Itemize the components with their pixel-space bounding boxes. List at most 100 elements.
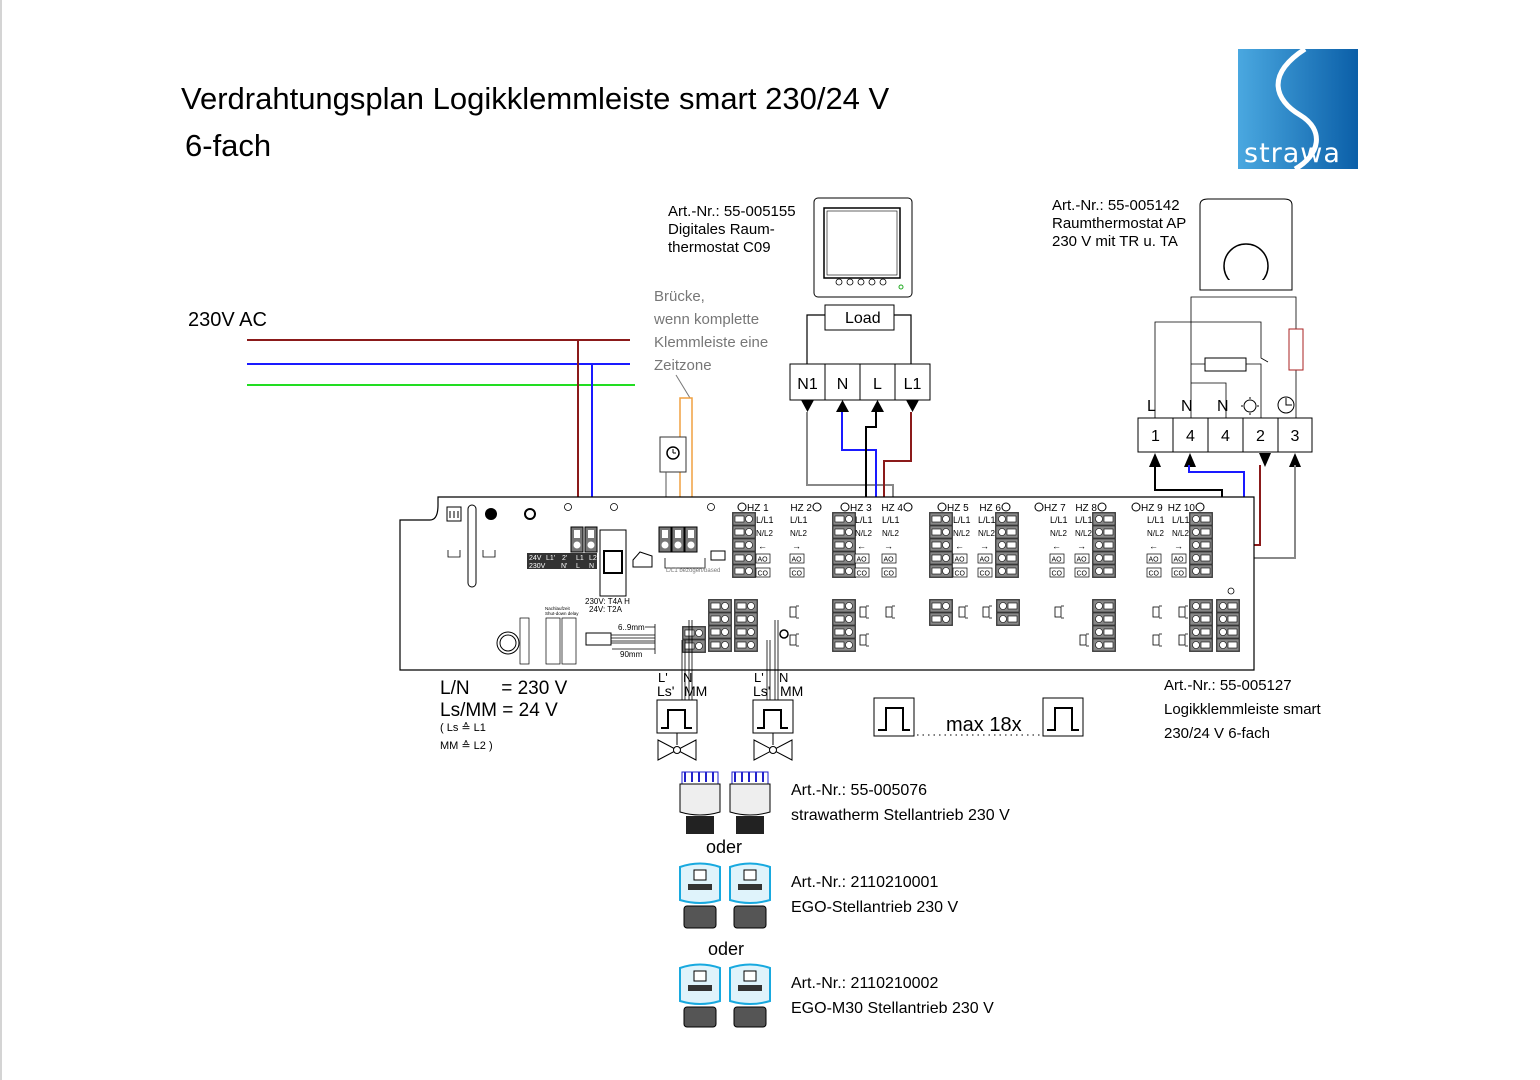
terminal-screw[interactable] bbox=[745, 567, 753, 575]
terminal-slot[interactable] bbox=[1227, 628, 1238, 636]
terminal-slot[interactable] bbox=[834, 554, 845, 562]
terminal-screw[interactable] bbox=[845, 602, 853, 610]
terminal-slot[interactable] bbox=[1007, 602, 1018, 610]
terminal-slot[interactable] bbox=[1200, 628, 1211, 636]
terminal-screw[interactable] bbox=[721, 641, 729, 649]
terminal-slot[interactable] bbox=[736, 628, 747, 636]
terminal-slot[interactable] bbox=[834, 641, 845, 649]
terminal-slot[interactable] bbox=[1200, 615, 1211, 623]
terminal-screw[interactable] bbox=[1095, 602, 1103, 610]
terminal-slot[interactable] bbox=[734, 567, 745, 575]
terminal-slot[interactable] bbox=[710, 615, 721, 623]
terminal-screw[interactable] bbox=[747, 628, 755, 636]
terminal-screw[interactable] bbox=[1095, 641, 1103, 649]
terminal-slot[interactable] bbox=[1200, 567, 1211, 575]
terminal-slot[interactable] bbox=[1103, 541, 1114, 549]
terminal-screw[interactable] bbox=[1219, 602, 1227, 610]
terminal-slot[interactable] bbox=[1103, 641, 1114, 649]
terminal-slot[interactable] bbox=[1227, 602, 1238, 610]
terminal-screw[interactable] bbox=[845, 641, 853, 649]
terminal-screw[interactable] bbox=[998, 541, 1006, 549]
terminal-screw[interactable] bbox=[998, 515, 1006, 523]
terminal-screw[interactable] bbox=[1192, 567, 1200, 575]
terminal-slot[interactable] bbox=[684, 629, 695, 637]
terminal-slot[interactable] bbox=[1103, 567, 1114, 575]
terminal-screw[interactable] bbox=[845, 628, 853, 636]
terminal-screw[interactable] bbox=[942, 554, 950, 562]
terminal-slot[interactable] bbox=[1200, 541, 1211, 549]
terminal-slot[interactable] bbox=[1103, 515, 1114, 523]
terminal-screw[interactable] bbox=[845, 567, 853, 575]
terminal-slot[interactable] bbox=[736, 602, 747, 610]
terminal-screw[interactable] bbox=[1192, 528, 1200, 536]
terminal-slot[interactable] bbox=[931, 554, 942, 562]
terminal-slot[interactable] bbox=[931, 528, 942, 536]
terminal-slot[interactable] bbox=[734, 541, 745, 549]
terminal-slot[interactable] bbox=[1200, 515, 1211, 523]
terminal-slot[interactable] bbox=[1227, 641, 1238, 649]
terminal-screw[interactable] bbox=[745, 554, 753, 562]
terminal-slot[interactable] bbox=[734, 528, 745, 536]
terminal-slot[interactable] bbox=[1103, 628, 1114, 636]
terminal-screw[interactable] bbox=[942, 567, 950, 575]
terminal-slot[interactable] bbox=[931, 567, 942, 575]
terminal-slot[interactable] bbox=[834, 628, 845, 636]
terminal-screw[interactable] bbox=[845, 528, 853, 536]
terminal-screw[interactable] bbox=[1192, 515, 1200, 523]
terminal-slot[interactable] bbox=[834, 567, 845, 575]
terminal-screw[interactable] bbox=[745, 528, 753, 536]
terminal-screw[interactable] bbox=[1095, 541, 1103, 549]
terminal-screw[interactable] bbox=[1219, 641, 1227, 649]
terminal-slot[interactable] bbox=[834, 528, 845, 536]
terminal-slot[interactable] bbox=[710, 628, 721, 636]
terminal-screw[interactable] bbox=[745, 515, 753, 523]
terminal-slot[interactable] bbox=[1103, 615, 1114, 623]
terminal-screw[interactable] bbox=[942, 541, 950, 549]
terminal-slot[interactable] bbox=[1006, 528, 1017, 536]
terminal-screw[interactable] bbox=[747, 615, 755, 623]
terminal-screw[interactable] bbox=[1192, 641, 1200, 649]
terminal-screw[interactable] bbox=[721, 602, 729, 610]
terminal-screw[interactable] bbox=[942, 515, 950, 523]
terminal-screw[interactable] bbox=[999, 615, 1007, 623]
terminal-screw[interactable] bbox=[721, 615, 729, 623]
terminal-slot[interactable] bbox=[734, 554, 745, 562]
terminal-screw[interactable] bbox=[695, 642, 703, 650]
terminal-slot[interactable] bbox=[931, 541, 942, 549]
terminal-slot[interactable] bbox=[1200, 528, 1211, 536]
terminal-slot[interactable] bbox=[734, 515, 745, 523]
terminal-screw[interactable] bbox=[1219, 628, 1227, 636]
terminal-screw[interactable] bbox=[1219, 615, 1227, 623]
terminal-slot[interactable] bbox=[1103, 554, 1114, 562]
terminal-screw[interactable] bbox=[845, 515, 853, 523]
terminal-slot[interactable] bbox=[736, 615, 747, 623]
terminal-screw[interactable] bbox=[845, 554, 853, 562]
terminal-slot[interactable] bbox=[834, 615, 845, 623]
terminal-screw[interactable] bbox=[1192, 541, 1200, 549]
terminal-slot[interactable] bbox=[1200, 641, 1211, 649]
terminal-slot[interactable] bbox=[931, 602, 942, 610]
terminal-screw[interactable] bbox=[1192, 615, 1200, 623]
terminal-screw[interactable] bbox=[942, 528, 950, 536]
terminal-slot[interactable] bbox=[1007, 615, 1018, 623]
terminal-screw[interactable] bbox=[695, 629, 703, 637]
terminal-slot[interactable] bbox=[736, 641, 747, 649]
terminal-screw[interactable] bbox=[747, 641, 755, 649]
terminal-screw[interactable] bbox=[999, 602, 1007, 610]
terminal-slot[interactable] bbox=[710, 641, 721, 649]
terminal-slot[interactable] bbox=[1200, 554, 1211, 562]
terminal-screw[interactable] bbox=[1095, 628, 1103, 636]
terminal-screw[interactable] bbox=[1095, 615, 1103, 623]
terminal-screw[interactable] bbox=[998, 528, 1006, 536]
terminal-screw[interactable] bbox=[1192, 554, 1200, 562]
terminal-slot[interactable] bbox=[1006, 554, 1017, 562]
terminal-slot[interactable] bbox=[1006, 567, 1017, 575]
terminal-slot[interactable] bbox=[1103, 602, 1114, 610]
terminal-slot[interactable] bbox=[931, 615, 942, 623]
terminal-screw[interactable] bbox=[1095, 515, 1103, 523]
terminal-screw[interactable] bbox=[942, 615, 950, 623]
terminal-screw[interactable] bbox=[942, 602, 950, 610]
terminal-screw[interactable] bbox=[845, 541, 853, 549]
terminal-screw[interactable] bbox=[747, 602, 755, 610]
terminal-screw[interactable] bbox=[1192, 602, 1200, 610]
